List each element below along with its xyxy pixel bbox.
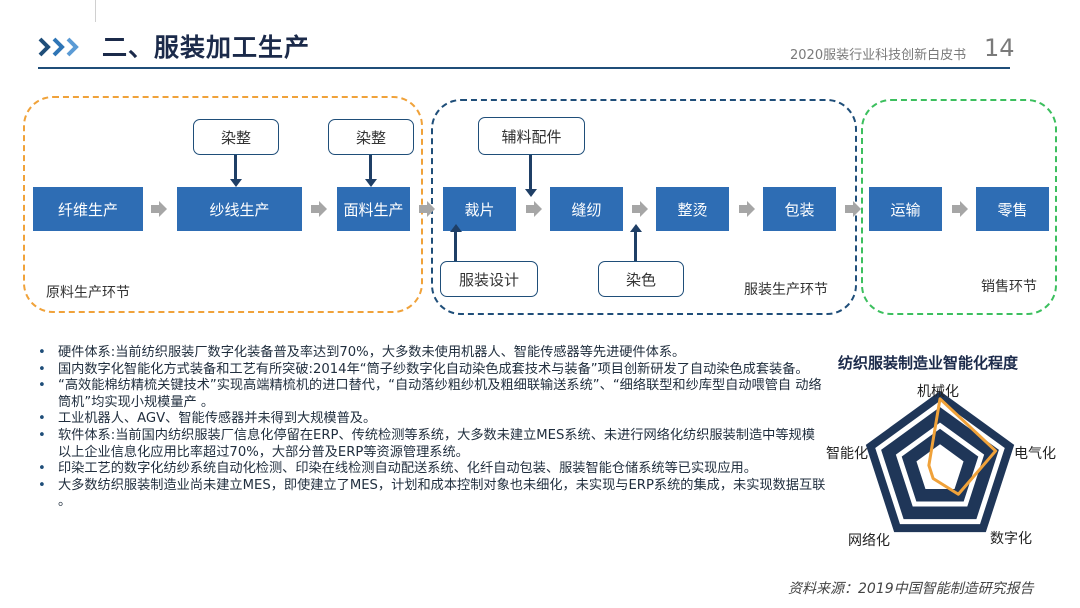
bullet-list: •硬件体系:当前纺织服装厂数字化装备普及率达到70%，大多数未使用机器人、智能传… <box>38 345 828 511</box>
connector-line <box>634 232 637 261</box>
radar-grid-ring <box>875 400 1005 525</box>
arrow-right-icon <box>419 201 435 217</box>
raw-material-section <box>23 96 423 313</box>
step-fiber-production: 纤维生产 <box>33 187 143 231</box>
radar-axis-label-digitalization: 数字化 <box>990 531 1032 547</box>
arrow-right-icon <box>311 201 327 217</box>
bullet-item: •印染工艺的数字化纺纱系统自动化检测、印染在线检测自动配送系统、化纤自动包装、服… <box>38 461 757 477</box>
arrow-right-icon <box>952 201 968 217</box>
document-name: 2020服装行业科技创新白皮书 <box>790 48 967 63</box>
radar-chart <box>865 391 1015 533</box>
connector-line <box>529 155 532 190</box>
step-sewing: 缝纫 <box>550 187 623 231</box>
radar-axis-label-networking: 网络化 <box>848 533 890 549</box>
arrow-down-icon <box>230 179 242 187</box>
radar-axis-label-mechanization: 机械化 <box>917 384 959 400</box>
connector-line <box>369 155 372 180</box>
raw-material-section-label: 原料生产环节 <box>46 285 130 301</box>
input-accessories: 辅料配件 <box>478 117 585 155</box>
radar-series-0 <box>927 397 998 496</box>
arrow-down-icon <box>525 189 537 197</box>
bullet-item: •软件体系:当前国内纺织服装厂信息化停留在ERP、传统检测等系统，大多数未建立M… <box>38 427 815 460</box>
bullet-item: •大多数纺织服装制造业尚未建立MES，即使建立了MES，计划和成本控制对象也未细… <box>38 477 826 510</box>
source-note: 资料来源：2019中国智能制造研究报告 <box>788 581 1034 597</box>
top-tick-divider <box>95 0 96 22</box>
arrow-right-icon <box>739 201 755 217</box>
page-title: 二、服装加工生产 <box>102 33 311 62</box>
arrow-up-icon <box>450 224 462 232</box>
header-divider <box>38 67 1010 69</box>
step-ironing: 整烫 <box>656 187 729 231</box>
bullet-item: •工业机器人、AGV、智能传感器并未得到大规模普及。 <box>38 411 377 427</box>
step-yarn-production: 纱线生产 <box>177 187 302 231</box>
bullet-dot: • <box>38 361 46 377</box>
connector-line <box>234 155 237 180</box>
chevron-right-icon <box>38 37 79 57</box>
radar-axis-label-electrification: 电气化 <box>1014 446 1056 462</box>
bullet-dot: • <box>38 427 46 443</box>
bullet-dot: • <box>38 411 46 427</box>
arrow-right-icon <box>632 201 648 217</box>
bullet-item: •“高效能棉纺精梳关键技术”实现高端精梳机的进口替代，“自动落纱粗纱机及粗细联输… <box>38 378 822 410</box>
radar-chart-title: 纺织服装制造业智能化程度 <box>838 354 1019 372</box>
arrow-right-icon <box>845 201 861 217</box>
input-dyeing: 染色 <box>598 261 684 297</box>
input-dye-finishing-yarn: 染整 <box>193 119 279 155</box>
sales-section-label: 销售环节 <box>981 279 1037 295</box>
arrow-up-icon <box>630 224 642 232</box>
bullet-item: •硬件体系:当前纺织服装厂数字化装备普及率达到70%，大多数未使用机器人、智能传… <box>38 345 686 360</box>
page-number: 14 <box>984 34 1015 62</box>
input-dye-finishing-fabric: 染整 <box>328 119 414 155</box>
garment-section-label: 服装生产环节 <box>744 282 828 298</box>
arrow-right-icon <box>151 201 167 217</box>
step-cutting: 裁片 <box>443 187 516 231</box>
bullet-item: •国内数字化智能化方式装备和工艺有所突破:2014年“筒子纱数字化自动染色成套技… <box>38 361 809 377</box>
step-fabric-production: 面料生产 <box>337 187 410 231</box>
radar-grid-ring <box>895 422 985 507</box>
step-packaging: 包装 <box>763 187 836 231</box>
sales-section <box>861 99 1057 315</box>
bullet-dot: • <box>38 461 46 477</box>
bullet-dot: • <box>38 378 46 394</box>
input-garment-design: 服装设计 <box>440 261 538 297</box>
bullet-dot: • <box>38 477 46 493</box>
arrow-down-icon <box>365 179 377 187</box>
bullet-dot: • <box>38 345 46 360</box>
connector-line <box>454 232 457 261</box>
arrow-right-icon <box>526 201 542 217</box>
step-transport: 运输 <box>869 187 942 231</box>
step-retail: 零售 <box>976 187 1049 231</box>
radar-axis-label-intelligence: 智能化 <box>826 446 868 462</box>
